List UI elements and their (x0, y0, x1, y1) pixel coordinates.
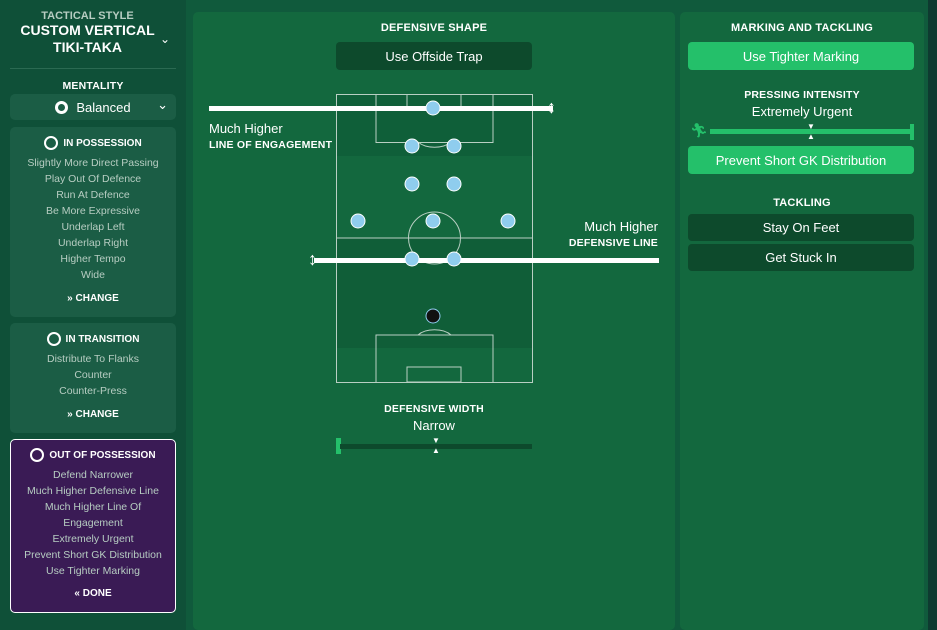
player-marker[interactable] (500, 213, 516, 229)
player-marker[interactable] (425, 100, 441, 116)
player-marker[interactable] (446, 251, 462, 267)
double-chevron-right-icon: » (67, 293, 73, 304)
sidebar: TACTICAL STYLE CUSTOM VERTICAL TIKI-TAKA… (0, 0, 186, 630)
pressing-intensity-label: PRESSING INTENSITY (744, 89, 860, 101)
done-button[interactable]: « DONE (11, 588, 175, 599)
instruction: Defend Narrower (53, 469, 133, 481)
tactical-style-label: TACTICAL STYLE (41, 10, 134, 22)
instruction: Wide (81, 269, 105, 281)
mentality-select[interactable]: Balanced ⌄ (10, 94, 176, 120)
in-transition-title: IN TRANSITION (65, 333, 140, 345)
in-possession-card: IN POSSESSION Slightly More Direct Passi… (10, 127, 176, 317)
player-marker[interactable] (404, 176, 420, 192)
offside-trap-toggle[interactable]: Use Offside Trap (336, 42, 532, 70)
instruction: Extremely Urgent (52, 533, 134, 545)
instruction: Play Out Of Defence (44, 173, 142, 185)
player-marker[interactable] (404, 251, 420, 267)
pressing-intensity-slider[interactable]: ▼▲ (710, 122, 914, 141)
defence-icon (30, 448, 45, 462)
player-marker[interactable] (425, 213, 441, 229)
instruction: Much Higher Defensive Line (27, 485, 159, 497)
instruction: Much Higher Line Of (44, 501, 142, 513)
double-chevron-left-icon: « (74, 588, 80, 599)
pressing-intensity-value: Extremely Urgent (751, 104, 853, 119)
defensive-line-line[interactable] (314, 258, 659, 263)
defensive-line-drag-handle-icon[interactable]: ↕ (308, 249, 317, 269)
transition-icon (46, 332, 61, 346)
change-label: CHANGE (75, 293, 119, 304)
instruction: Engagement (63, 517, 123, 529)
line-of-engagement-value: Much Higher (209, 121, 283, 136)
line-of-engagement-label: LINE OF ENGAGEMENT (209, 139, 333, 151)
line-of-engagement-drag-handle-icon[interactable]: ↕ (547, 97, 556, 117)
mentality-value: Balanced (76, 99, 131, 115)
player-marker[interactable] (404, 138, 420, 154)
pitch (336, 94, 533, 383)
player-marker[interactable] (446, 138, 462, 154)
in-transition-change-button[interactable]: » CHANGE (10, 409, 176, 420)
in-possession-title: IN POSSESSION (63, 137, 142, 149)
slider-thumb-icon[interactable]: ▼▲ (432, 436, 440, 455)
line-of-engagement-line[interactable] (209, 106, 553, 111)
tighter-marking-toggle[interactable]: Use Tighter Marking (688, 42, 914, 70)
in-possession-change-button[interactable]: » CHANGE (10, 293, 176, 304)
out-of-possession-title: OUT OF POSSESSION (49, 449, 156, 461)
out-of-possession-card: OUT OF POSSESSION Defend Narrower Much H… (10, 439, 176, 613)
instruction: Underlap Right (57, 237, 129, 249)
tackling-label: TACKLING (773, 197, 831, 209)
chevron-down-icon: ⌄ (157, 97, 168, 112)
instruction: Counter (74, 369, 112, 381)
mentality-label: MENTALITY (62, 80, 124, 92)
tactical-style[interactable]: TACTICAL STYLE CUSTOM VERTICAL TIKI-TAKA (0, 10, 175, 56)
chevron-down-icon[interactable]: ⌄ (160, 32, 171, 46)
double-chevron-right-icon: » (67, 409, 73, 420)
instruction: Distribute To Flanks (46, 353, 139, 365)
instruction: Higher Tempo (60, 253, 126, 265)
instruction: Underlap Left (61, 221, 125, 233)
divider (10, 68, 176, 69)
instruction: Prevent Short GK Distribution (24, 549, 162, 561)
defensive-width-label: DEFENSIVE WIDTH (384, 403, 484, 415)
instruction: Use Tighter Marking (46, 565, 140, 577)
instruction: Counter-Press (59, 385, 127, 397)
player-marker[interactable] (446, 176, 462, 192)
instruction: Slightly More Direct Passing (27, 157, 159, 169)
running-man-icon: 🏃︎ (690, 122, 708, 138)
player-marker[interactable] (350, 213, 366, 229)
defensive-line-value: Much Higher (584, 219, 658, 234)
ball-icon (44, 136, 59, 150)
marking-title: MARKING AND TACKLING (730, 22, 874, 34)
mentality-icon (55, 100, 69, 114)
change-label: CHANGE (75, 409, 119, 420)
tactical-style-name-2: TIKI-TAKA (53, 39, 122, 55)
prevent-gk-distribution-toggle[interactable]: Prevent Short GK Distribution (688, 146, 914, 174)
goalkeeper-marker[interactable] (425, 308, 441, 324)
in-transition-card: IN TRANSITION Distribute To Flanks Count… (10, 323, 176, 433)
stay-on-feet-option[interactable]: Stay On Feet (688, 214, 914, 241)
get-stuck-in-option[interactable]: Get Stuck In (688, 244, 914, 271)
instruction: Be More Expressive (46, 205, 140, 217)
done-label: DONE (82, 588, 112, 599)
defensive-width-value: Narrow (413, 418, 455, 433)
defensive-width-slider[interactable]: ▼▲ (336, 436, 532, 455)
defensive-shape-title: DEFENSIVE SHAPE (380, 22, 488, 34)
defensive-line-label: DEFENSIVE LINE (568, 237, 658, 249)
tactical-style-name: CUSTOM VERTICAL (20, 22, 155, 38)
slider-thumb-icon[interactable]: ▼▲ (807, 122, 815, 141)
instruction: Run At Defence (56, 189, 130, 201)
marking-panel (680, 12, 924, 630)
